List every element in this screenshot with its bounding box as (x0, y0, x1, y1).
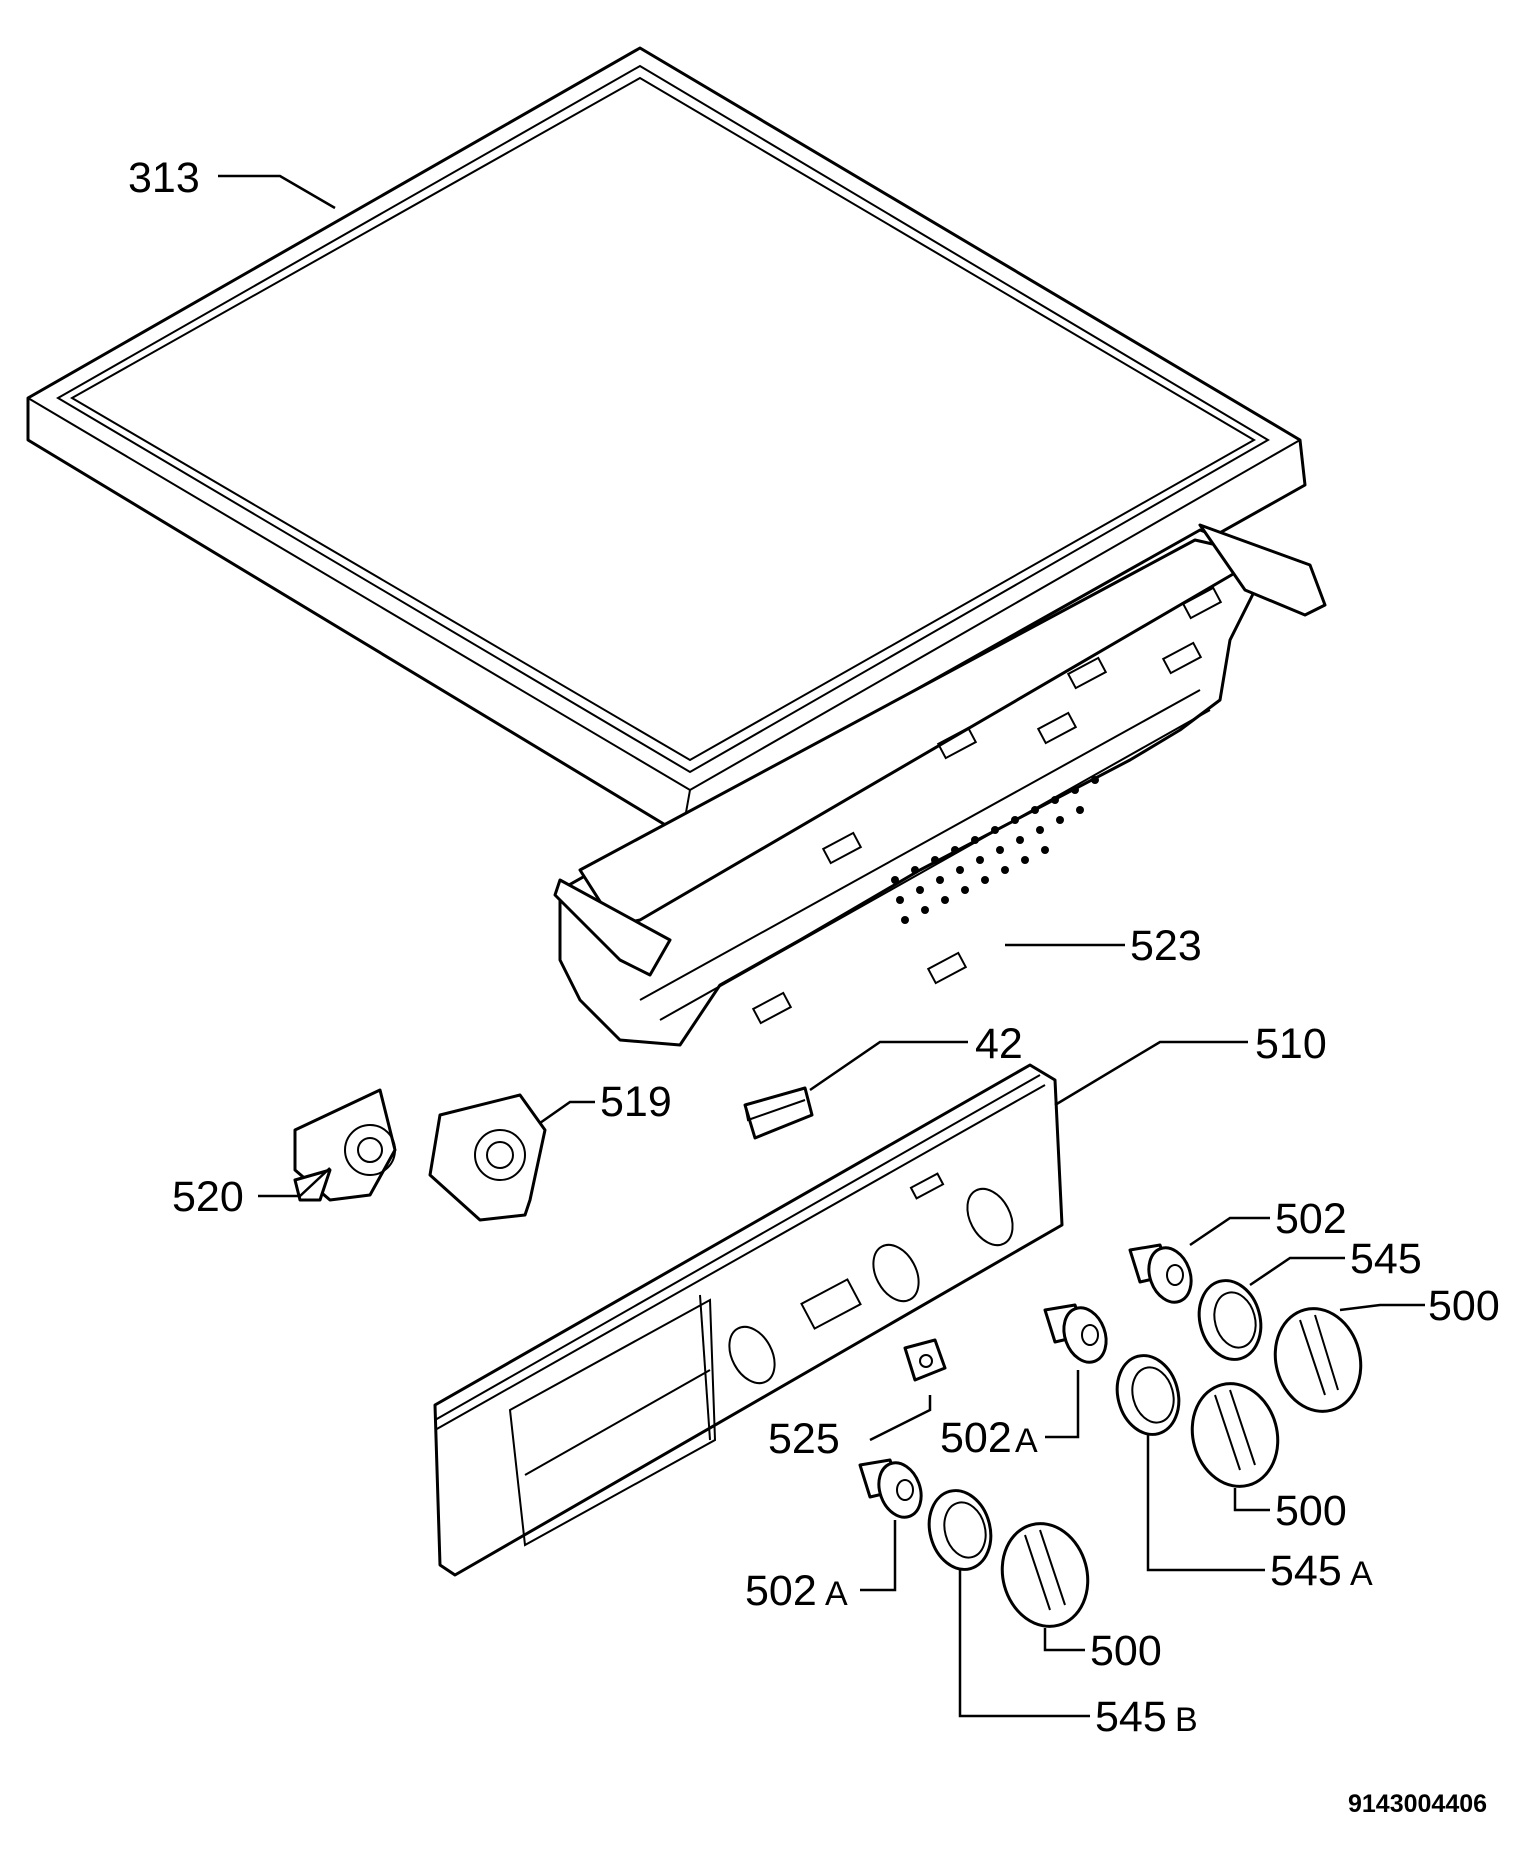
callout-545b-low-suffix: B (1175, 1701, 1198, 1739)
part-42-switch (743, 1086, 814, 1140)
callout-labels: 313 523 42 510 519 520 502 545 500 525 5… (128, 154, 1500, 1741)
callout-313: 313 (128, 154, 200, 202)
callout-520: 520 (172, 1173, 244, 1221)
callout-525: 525 (768, 1415, 840, 1463)
callout-502-top: 502 (1275, 1195, 1347, 1243)
part-523-panel-frame (553, 523, 1327, 1047)
callout-500-low: 500 (1090, 1627, 1162, 1675)
part-502-spindle-top (1128, 1243, 1193, 1304)
callout-502a-low-suffix: A (825, 1575, 848, 1613)
part-520-switch (293, 1088, 397, 1202)
part-500-knob-top (1273, 1307, 1363, 1413)
callout-545-top: 545 (1350, 1235, 1422, 1283)
part-545a-ring-mid (1115, 1354, 1181, 1436)
callout-500-top: 500 (1428, 1282, 1500, 1330)
callout-510: 510 (1255, 1020, 1327, 1068)
callout-545b-low: 545 (1095, 1693, 1167, 1741)
part-545-ring-top (1197, 1279, 1263, 1361)
callout-500-mid: 500 (1275, 1487, 1347, 1535)
callout-523: 523 (1130, 922, 1202, 970)
part-510-control-panel (433, 1063, 1064, 1577)
callout-519: 519 (600, 1078, 672, 1126)
callout-545a-mid-suffix: A (1350, 1555, 1373, 1593)
part-500-knob-mid (1190, 1382, 1280, 1488)
part-500-knob-low (1000, 1522, 1090, 1628)
leader-lines (218, 174, 1425, 1718)
callout-502a-mid: 502 (940, 1414, 1012, 1462)
part-545b-ring-low (927, 1489, 993, 1571)
callout-42: 42 (975, 1020, 1023, 1068)
vent-holes (891, 776, 1099, 924)
part-313-worktop (26, 46, 1307, 837)
part-519-switch (428, 1093, 547, 1222)
part-502a-spindle-mid (1043, 1303, 1108, 1364)
callout-502a-mid-suffix: A (1015, 1422, 1038, 1460)
callout-545a-mid: 545 (1270, 1547, 1342, 1595)
drawing-code: 9143004406 (1348, 1790, 1487, 1818)
part-525-button (903, 1338, 947, 1382)
part-502a-spindle-low (858, 1458, 923, 1519)
callout-502a-low: 502 (745, 1567, 817, 1615)
